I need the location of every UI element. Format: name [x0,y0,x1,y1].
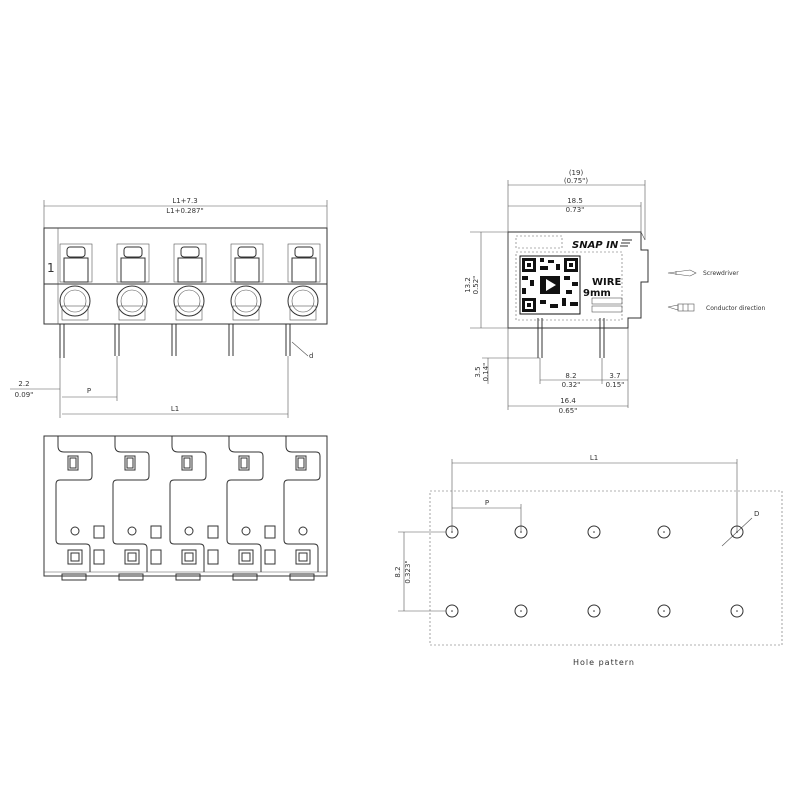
side-body [507,231,649,329]
bottom-view [43,435,328,581]
hole-pattern: L1 P D 8.2 0.323" Hole pattern [394,454,783,667]
pole-number: 1 [47,261,55,275]
pin-offset-label: 3.7 [609,372,620,380]
bottom-body [43,435,328,577]
screwdriver-label: Screwdriver [703,270,739,277]
pin-offset-inch-label: 0.15" [606,381,625,389]
hp-length-label: L1 [590,454,598,462]
front-body [43,227,328,325]
offset-inch-label: 0.09" [15,391,34,399]
overall-width-label: L1+7.3 [172,197,197,205]
base-width-inch-label: 0.65" [559,407,578,415]
total-width-label: (19) [569,169,584,177]
size-label: 9mm [583,288,611,299]
height-label: 13.2 [464,277,472,293]
pin-spacing-inch-label: 0.32" [562,381,581,389]
hp-pitch-label: P [485,499,489,507]
hp-hole-dia-label: D [754,510,759,518]
conductor-label: Conductor direction [706,305,765,312]
offset-label: 2.2 [18,380,29,388]
pin-length-label: 3.5 [474,366,482,377]
length-label: L1 [171,405,179,413]
screwdriver-icon [667,269,697,277]
pin-dia-label: d [309,352,313,360]
conductor-icon [667,303,695,312]
hole-pattern-title: Hole pattern [573,658,635,667]
bottom-segments [55,436,321,581]
height-inch-label: 0.52" [472,276,480,295]
pin-length-inch-label: 0.14" [482,363,490,382]
total-width-inch-label: (0.75") [564,177,589,185]
front-view: L1+7.3 L1+0.287" 1 [10,197,328,418]
body-width-inch-label: 0.73" [566,206,585,214]
holes [445,525,744,618]
hp-row-spacing-label: 8.2 [394,566,402,577]
pitch-label: P [87,387,91,395]
clamp-units [59,243,321,358]
pin-spacing-label: 8.2 [565,372,576,380]
body-width-label: 18.5 [567,197,583,205]
base-width-label: 16.4 [560,397,576,405]
wire-label: WIRE [592,277,621,288]
brand-label: SNAP IN [572,240,619,251]
brand-mark [620,239,632,247]
qr-code [519,255,581,315]
overall-width-inch-label: L1+0.287" [166,207,203,215]
hp-row-spacing-inch-label: 0.323" [404,560,412,583]
legend: Screwdriver Conductor direction [667,269,765,312]
footprint-outline [429,490,783,646]
side-view: (19) (0.75") 18.5 0.73" [464,169,649,415]
